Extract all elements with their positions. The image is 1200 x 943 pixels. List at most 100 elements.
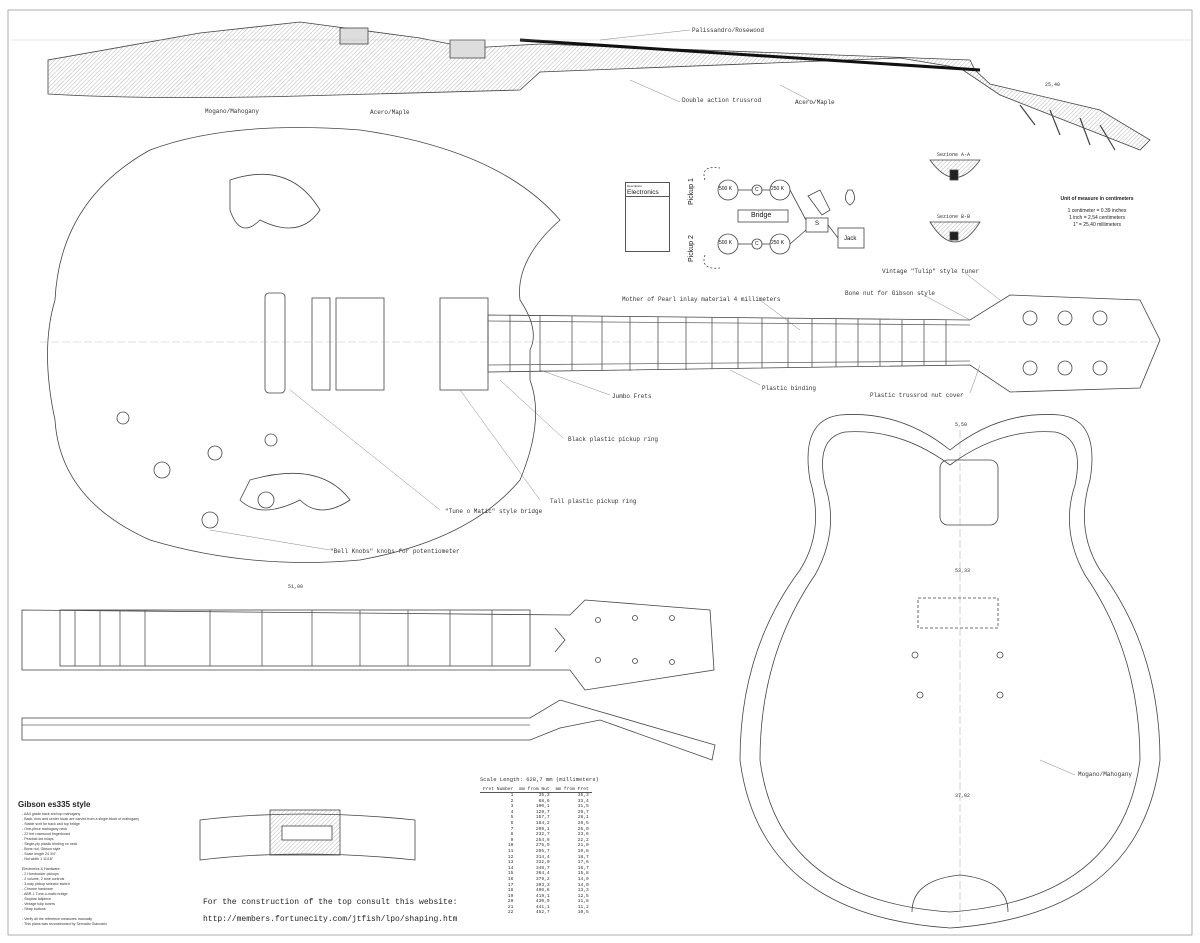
spec-line: - Bone nut, Gibson style [22,847,61,851]
table-cell: 19 [507,893,514,899]
table-cell: 22 [507,910,514,916]
units-heading: Unit of measure in centimeters [1060,196,1134,202]
table-cell: 10,5 [577,910,589,916]
fret-table-header: mm from Nut [516,787,553,793]
table-cell: 17,6 [577,860,589,866]
label-maple-neck: Acero/Maple [795,99,835,106]
table-cell: 254,9 [535,837,550,843]
spec-line: - Stopbar tailpiece [22,897,51,901]
table-cell: 25,0 [577,826,589,832]
table-cell: 16 [507,876,514,882]
table-cell: 184,2 [535,820,550,826]
label-jumbo-frets: Jumbo Frets [612,393,652,400]
model-spec-list: - AA4 grade back and top mahogany- Back,… [22,812,139,927]
table-cell: 452,7 [535,910,550,916]
table-cell: 1 [510,793,514,798]
pot-250-1: 250 K [771,186,785,192]
units-line-1: 1 centimeter = 0.39 inches [1067,208,1127,214]
table-cell: 406,6 [535,888,550,894]
pickup1-label: Pickup 1 [688,178,695,205]
electronics-legend: Description Electronics [625,182,670,252]
table-cell: 8 [510,832,514,838]
fret-table-header: Fret Number [480,787,517,793]
units-box: Unit of measure in centimeters 1 centime… [1042,196,1152,229]
electronics-title: Electronics [626,189,669,197]
table-cell: 26,5 [577,820,589,826]
table-cell: 19,8 [577,848,589,854]
bridge-label: Bridge [751,212,772,219]
model-title: Gibson es335 style [18,800,91,809]
table-cell: 14,9 [577,876,589,882]
table-cell: 12 [507,854,514,860]
table-cell: 13 [507,860,514,866]
table-cell: 29,7 [577,809,589,815]
label-mahogany-body: Mogano/Mahogany [1078,771,1133,778]
table-cell: 15 [507,871,514,877]
label-maple-top: Acero/Maple [370,109,410,116]
units-line-2: 1 inch = 2,54 centimeters [1068,215,1125,221]
spec-line: - Pearloid dot inlays [22,837,54,841]
label-pearl-inlay: Mother of Pearl inlay material 4 millime… [622,296,781,303]
table-cell: 13,3 [577,888,589,894]
label-rosewood: Palissandro/Rosewood [692,27,765,34]
label-bone-nut: Bone nut for Gibson style [845,290,936,297]
spec-line: - 22 fret rosewood fingerboard [22,832,71,836]
spec-line: - Scale length 24 3/4" [22,852,57,856]
table-cell: 2 [510,798,514,804]
table-cell: 15,8 [577,871,589,877]
pot-500-1: 500 K [719,186,733,192]
table-cell: 23,6 [577,832,589,838]
cross-sections [929,159,981,243]
table-cell: 379,2 [535,876,550,882]
table-cell: 314,4 [535,854,550,860]
table-cell: 295,7 [535,848,550,854]
spec-line: - Stable scrit for back and top bridge [22,822,80,826]
table-cell: 17 [507,882,514,888]
dim-bottom-neck: 37,02 [955,793,971,799]
spec-line: - Back, rims and center block are carved… [22,817,140,821]
table-cell: 393,3 [535,882,550,888]
table-cell: 12,5 [577,893,589,899]
table-cell: 232,7 [535,832,550,838]
spec-line: - Strap buttons [22,907,46,911]
table-cell: 4 [510,809,514,815]
table-row: 16 379,2 14,9 [480,877,592,883]
neck-side-view [21,699,716,761]
website-line-1: For the construction of the top consult … [203,898,458,907]
table-row: 8 232,7 23,6 [480,832,592,838]
table-cell: 3 [510,804,514,810]
table-cell: 14 [507,865,514,871]
neck-front-view [487,294,1161,393]
switch-label: S [815,221,820,227]
table-cell: 11,2 [577,904,589,910]
website-line-2: http://members.fortunecity.com/jtfish/lp… [203,915,458,924]
table-cell: 35,3 [577,793,589,798]
dim-body-length: 53,33 [955,568,971,574]
table-cell: 129,7 [535,809,550,815]
table-cell: 14,0 [577,882,589,888]
fret-table-caption: Scale Length: 628,7 mm (millimeters) [480,776,599,783]
units-line-3: 1" = 25,40 millimeters [1072,222,1122,228]
table-cell: 28,1 [577,815,589,821]
table-cell: 21,0 [577,843,589,849]
table-cell: 11,8 [577,899,589,905]
fret-table-header: mm from Fret [552,787,592,793]
spec-line: - 2 Humbucker pickups [22,872,59,876]
label-section-bb: Sezione B-B [937,214,971,220]
label-tall-ring: Tall plastic pickup ring [550,498,637,505]
table-cell: 5 [510,815,514,821]
label-bell-knobs: "Bell Knobs" knobs for potentiometer [330,548,460,555]
table-cell: 100,1 [535,804,550,810]
cap-2: C [755,241,759,247]
